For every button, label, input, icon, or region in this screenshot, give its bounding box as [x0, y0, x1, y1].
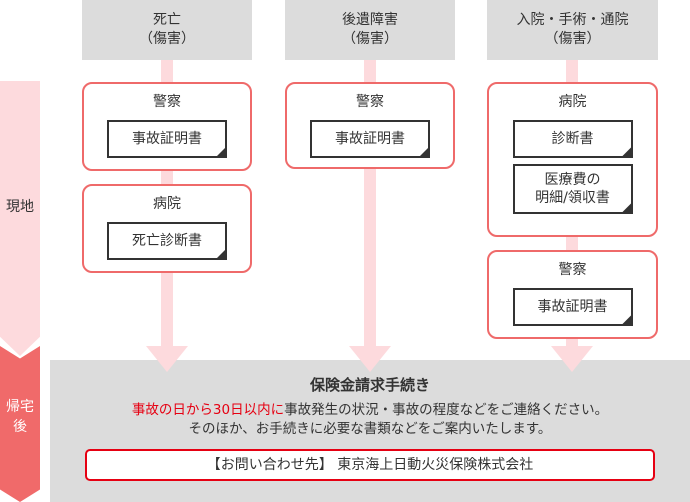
header-title: 死亡: [153, 12, 181, 28]
claim-procedure-box: 保険金請求手続き 事故の日から30日以内に事故発生の状況・事故の程度などをご連絡…: [50, 360, 690, 502]
phase-onsite-bar: [0, 81, 40, 356]
card-police: 警察 事故証明書: [285, 82, 455, 169]
phase-after-return-label: 帰宅後: [6, 399, 34, 435]
claim-line-1-text: 事故発生の状況・事故の程度などをご連絡ください。: [284, 402, 609, 418]
header-death: 死亡 （傷害）: [82, 0, 252, 60]
header-sub: （傷害）: [342, 31, 398, 47]
document-accident-certificate: 事故証明書: [310, 120, 430, 158]
claim-title: 保険金請求手続き: [309, 376, 430, 394]
card-police: 警察 事故証明書: [82, 82, 252, 171]
claim-line-1: 事故の日から30日以内に事故発生の状況・事故の程度などをご連絡ください。: [50, 401, 690, 420]
header-title: 入院・手術・通院: [516, 12, 629, 28]
header-title: 後遺障害: [342, 12, 398, 28]
card-hospital: 病院 診断書 医療費の 明細/領収書: [487, 82, 658, 237]
document-death-certificate: 死亡診断書: [107, 222, 227, 260]
claim-line-2: そのほか、お手続きに必要な書類などをご案内いたします。: [188, 421, 552, 437]
card-title: 警察: [558, 262, 587, 278]
card-hospital: 病院 死亡診断書: [82, 184, 252, 273]
document-accident-certificate: 事故証明書: [512, 288, 633, 326]
card-title: 病院: [153, 196, 181, 212]
phase-onsite-label: 現地: [6, 199, 34, 215]
header-hospital: 入院・手術・通院 （傷害）: [487, 0, 658, 60]
document-accident-certificate: 事故証明書: [107, 120, 227, 158]
card-title: 警察: [153, 94, 181, 110]
doc-line: 明細/領収書: [535, 190, 610, 206]
document-medical-certificate: 診断書: [512, 120, 633, 158]
contact-box: 【お問い合わせ先】 東京海上日動火災保険株式会社: [85, 449, 655, 481]
card-title: 警察: [356, 94, 384, 110]
doc-line: 医療費の: [544, 172, 601, 188]
claim-deadline: 事故の日から30日以内に: [131, 402, 285, 418]
card-title: 病院: [558, 94, 587, 110]
card-police: 警察 事故証明書: [487, 250, 658, 339]
header-disability: 後遺障害 （傷害）: [285, 0, 455, 60]
phase-after-return-bar: [0, 346, 40, 502]
header-sub: （傷害）: [544, 31, 601, 47]
document-medical-receipt: 医療費の 明細/領収書: [512, 164, 633, 214]
header-sub: （傷害）: [139, 31, 195, 47]
